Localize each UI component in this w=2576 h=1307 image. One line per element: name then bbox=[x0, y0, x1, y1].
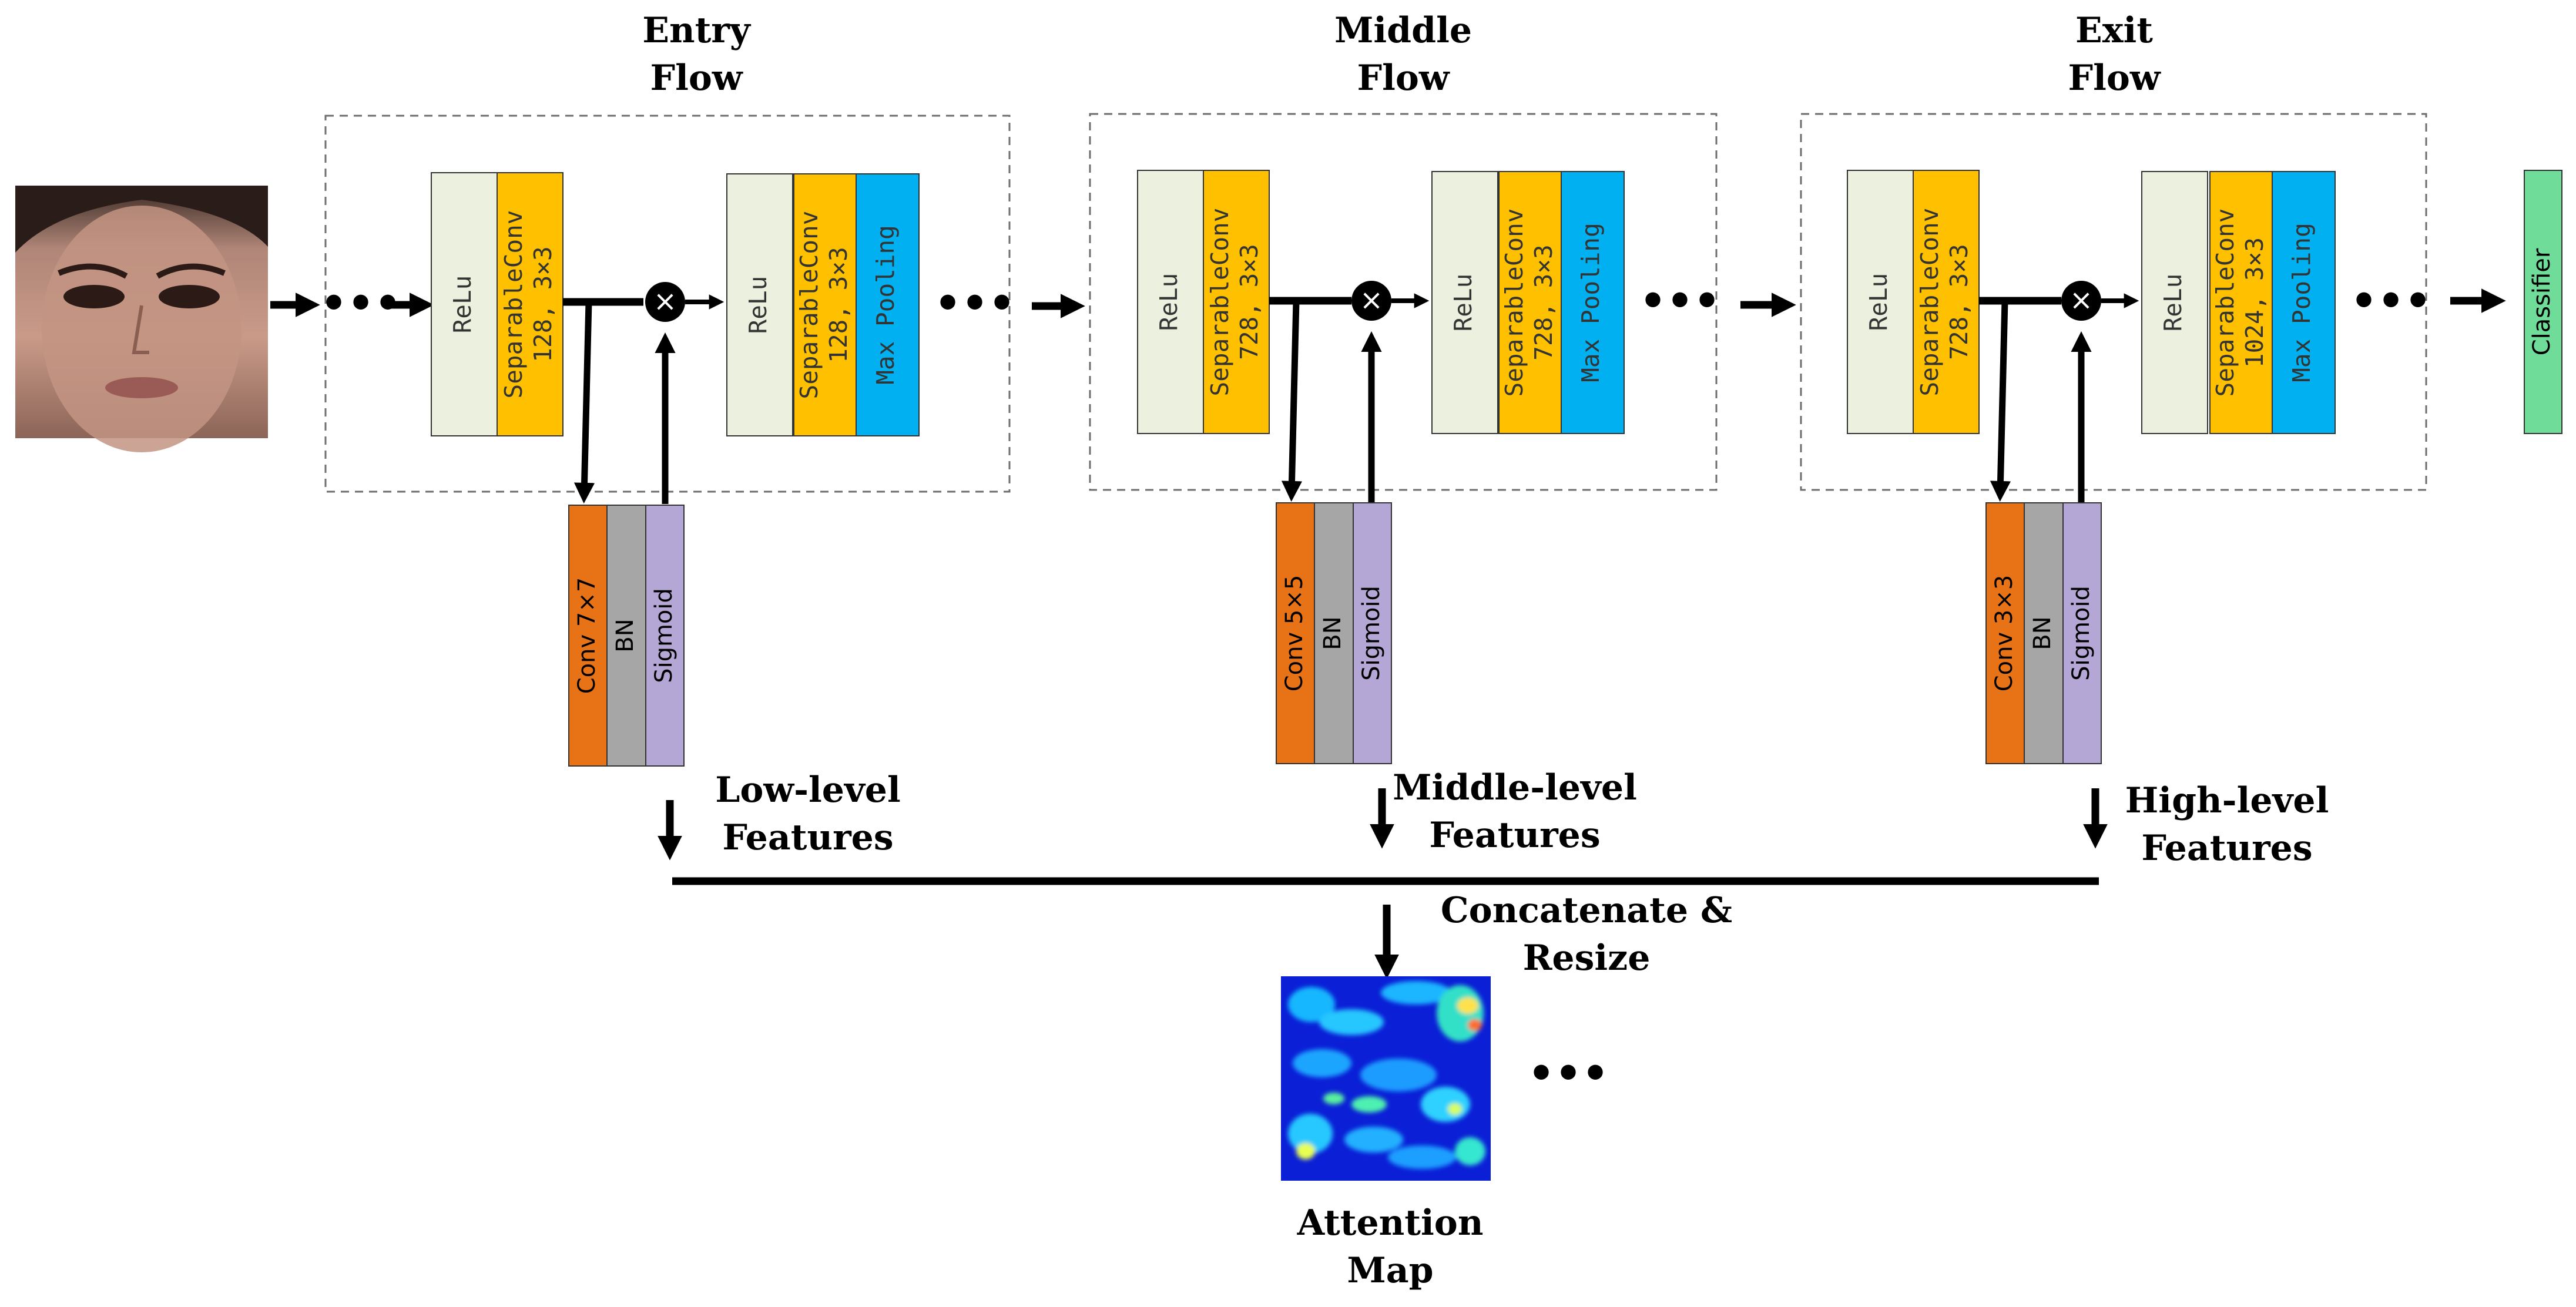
svg-text:Flow: Flow bbox=[650, 58, 743, 99]
entry-sepconv-1: SeparableConv 128, 3×3 bbox=[497, 172, 564, 436]
middle-attention-module: Conv 5×5 BN Sigmoid bbox=[1276, 502, 1392, 764]
svg-text:Features: Features bbox=[1429, 815, 1600, 856]
flow-title-exit: Exit Flow bbox=[2068, 10, 2161, 99]
middle-multiply-node: × bbox=[1351, 281, 1391, 321]
svg-text:Conv 7×7: Conv 7×7 bbox=[573, 577, 601, 694]
svg-text:Max Pooling: Max Pooling bbox=[1577, 223, 1605, 382]
middle-flow-container bbox=[1089, 113, 1718, 491]
entry-sepconv-2: SeparableConv 128, 3×3 bbox=[793, 173, 857, 436]
svg-text:Max Pooling: Max Pooling bbox=[2287, 223, 2316, 382]
flow-title-middle: Middle Flow bbox=[1334, 10, 1472, 99]
exit-sepconv-2: SeparableConv 1024, 3×3 bbox=[2209, 171, 2273, 434]
svg-text:Classifier: Classifier bbox=[2528, 248, 2555, 355]
svg-text:ReLu: ReLu bbox=[2159, 274, 2187, 332]
svg-text:728, 3×3: 728, 3×3 bbox=[1530, 244, 1558, 360]
svg-text:Flow: Flow bbox=[1357, 58, 1450, 99]
middle-relu-1: ReLu bbox=[1137, 170, 1204, 434]
svg-text:128, 3×3: 128, 3×3 bbox=[529, 246, 557, 362]
svg-text:Concatenate &: Concatenate & bbox=[1441, 890, 1732, 931]
svg-text:ReLu: ReLu bbox=[1155, 273, 1183, 331]
entry-max-pooling: Max Pooling bbox=[856, 173, 920, 436]
high-level-features-label: High-level Features bbox=[2125, 780, 2329, 869]
middle-sepconv-2: SeparableConv 728, 3×3 bbox=[1498, 171, 1562, 434]
svg-text:Middle-level: Middle-level bbox=[1393, 767, 1637, 808]
svg-text:Conv 3×3: Conv 3×3 bbox=[1991, 575, 2018, 692]
svg-text:Exit: Exit bbox=[2075, 10, 2153, 51]
exit-max-pooling: Max Pooling bbox=[2272, 171, 2336, 434]
svg-text:Attention: Attention bbox=[1297, 1202, 1484, 1244]
exit-sepconv-1: SeparableConv 728, 3×3 bbox=[1913, 170, 1980, 434]
svg-text:ReLu: ReLu bbox=[1864, 273, 1893, 331]
svg-text:1024, 3×3: 1024, 3×3 bbox=[2240, 237, 2269, 368]
svg-text:Conv 5×5: Conv 5×5 bbox=[1281, 575, 1308, 692]
svg-text:Entry: Entry bbox=[642, 10, 752, 51]
flow-title-entry: Entry Flow bbox=[642, 10, 752, 99]
concatenate-resize-label: Concatenate & Resize bbox=[1441, 890, 1732, 979]
middle-max-pooling: Max Pooling bbox=[1561, 171, 1625, 434]
svg-text:728, 3×3: 728, 3×3 bbox=[1235, 244, 1263, 359]
exit-attention-module: Conv 3×3 BN Sigmoid bbox=[1985, 502, 2102, 764]
svg-text:BN: BN bbox=[612, 619, 639, 652]
svg-text:Map: Map bbox=[1347, 1250, 1433, 1291]
svg-text:128, 3×3: 128, 3×3 bbox=[824, 247, 853, 362]
svg-text:SeparableConv: SeparableConv bbox=[795, 211, 823, 399]
svg-text:Middle: Middle bbox=[1334, 10, 1472, 51]
svg-text:ReLu: ReLu bbox=[448, 275, 477, 334]
svg-text:SeparableConv: SeparableConv bbox=[1916, 208, 1944, 397]
ellipsis-dots: ••• bbox=[1639, 275, 1720, 325]
svg-text:×: × bbox=[2069, 284, 2093, 317]
middle-branch-down bbox=[1281, 300, 1303, 502]
classifier-block: Classifier bbox=[2524, 170, 2562, 434]
svg-text:SeparableConv: SeparableConv bbox=[2211, 209, 2239, 397]
svg-text:ReLu: ReLu bbox=[744, 276, 772, 334]
entry-branch-down bbox=[573, 301, 595, 504]
svg-text:Max Pooling: Max Pooling bbox=[871, 225, 900, 385]
middle-sepconv-1: SeparableConv 728, 3×3 bbox=[1203, 170, 1270, 434]
svg-text:Resize: Resize bbox=[1523, 938, 1651, 979]
exit-flow-container bbox=[1800, 113, 2427, 491]
svg-text:Sigmoid: Sigmoid bbox=[2068, 586, 2095, 681]
entry-multiply-node: × bbox=[645, 282, 685, 322]
exit-relu-2: ReLu bbox=[2141, 171, 2208, 434]
svg-text:BN: BN bbox=[2029, 616, 2056, 650]
middle-relu-2: ReLu bbox=[1431, 171, 1498, 434]
svg-text:BN: BN bbox=[1319, 616, 1346, 650]
low-level-features-label: Low-level Features bbox=[715, 770, 901, 858]
svg-text:High-level: High-level bbox=[2125, 780, 2329, 821]
svg-text:×: × bbox=[653, 285, 677, 318]
svg-text:SeparableConv: SeparableConv bbox=[499, 210, 528, 399]
svg-text:Low-level: Low-level bbox=[715, 770, 901, 811]
svg-text:728, 3×3: 728, 3×3 bbox=[1945, 244, 1973, 359]
svg-text:Sigmoid: Sigmoid bbox=[1358, 586, 1385, 681]
exit-relu-1: ReLu bbox=[1847, 170, 1914, 434]
svg-text:×: × bbox=[1360, 284, 1383, 317]
svg-text:ReLu: ReLu bbox=[1449, 274, 1477, 332]
svg-text:Sigmoid: Sigmoid bbox=[650, 588, 677, 683]
svg-text:Flow: Flow bbox=[2068, 58, 2161, 99]
ellipsis-dots: ••• bbox=[934, 278, 1015, 328]
middle-level-features-label: Middle-level Features bbox=[1393, 767, 1637, 856]
attention-map-label: Attention Map bbox=[1297, 1202, 1484, 1291]
attention-map-image bbox=[1281, 976, 1491, 1181]
ellipsis-dots: ••• bbox=[1528, 1048, 1609, 1098]
svg-text:Features: Features bbox=[2141, 828, 2312, 869]
exit-multiply-node: × bbox=[2061, 281, 2101, 321]
svg-text:SeparableConv: SeparableConv bbox=[1500, 209, 1528, 397]
exit-branch-down bbox=[1990, 300, 2011, 502]
ellipsis-dots: ••• bbox=[2350, 275, 2431, 325]
svg-text:Features: Features bbox=[722, 817, 893, 858]
entry-attention-module: Conv 7×7 BN Sigmoid bbox=[568, 505, 685, 767]
entry-relu-1: ReLu bbox=[431, 172, 498, 436]
svg-text:SeparableConv: SeparableConv bbox=[1206, 208, 1234, 397]
input-face-image bbox=[15, 186, 268, 452]
entry-relu-2: ReLu bbox=[726, 173, 793, 436]
